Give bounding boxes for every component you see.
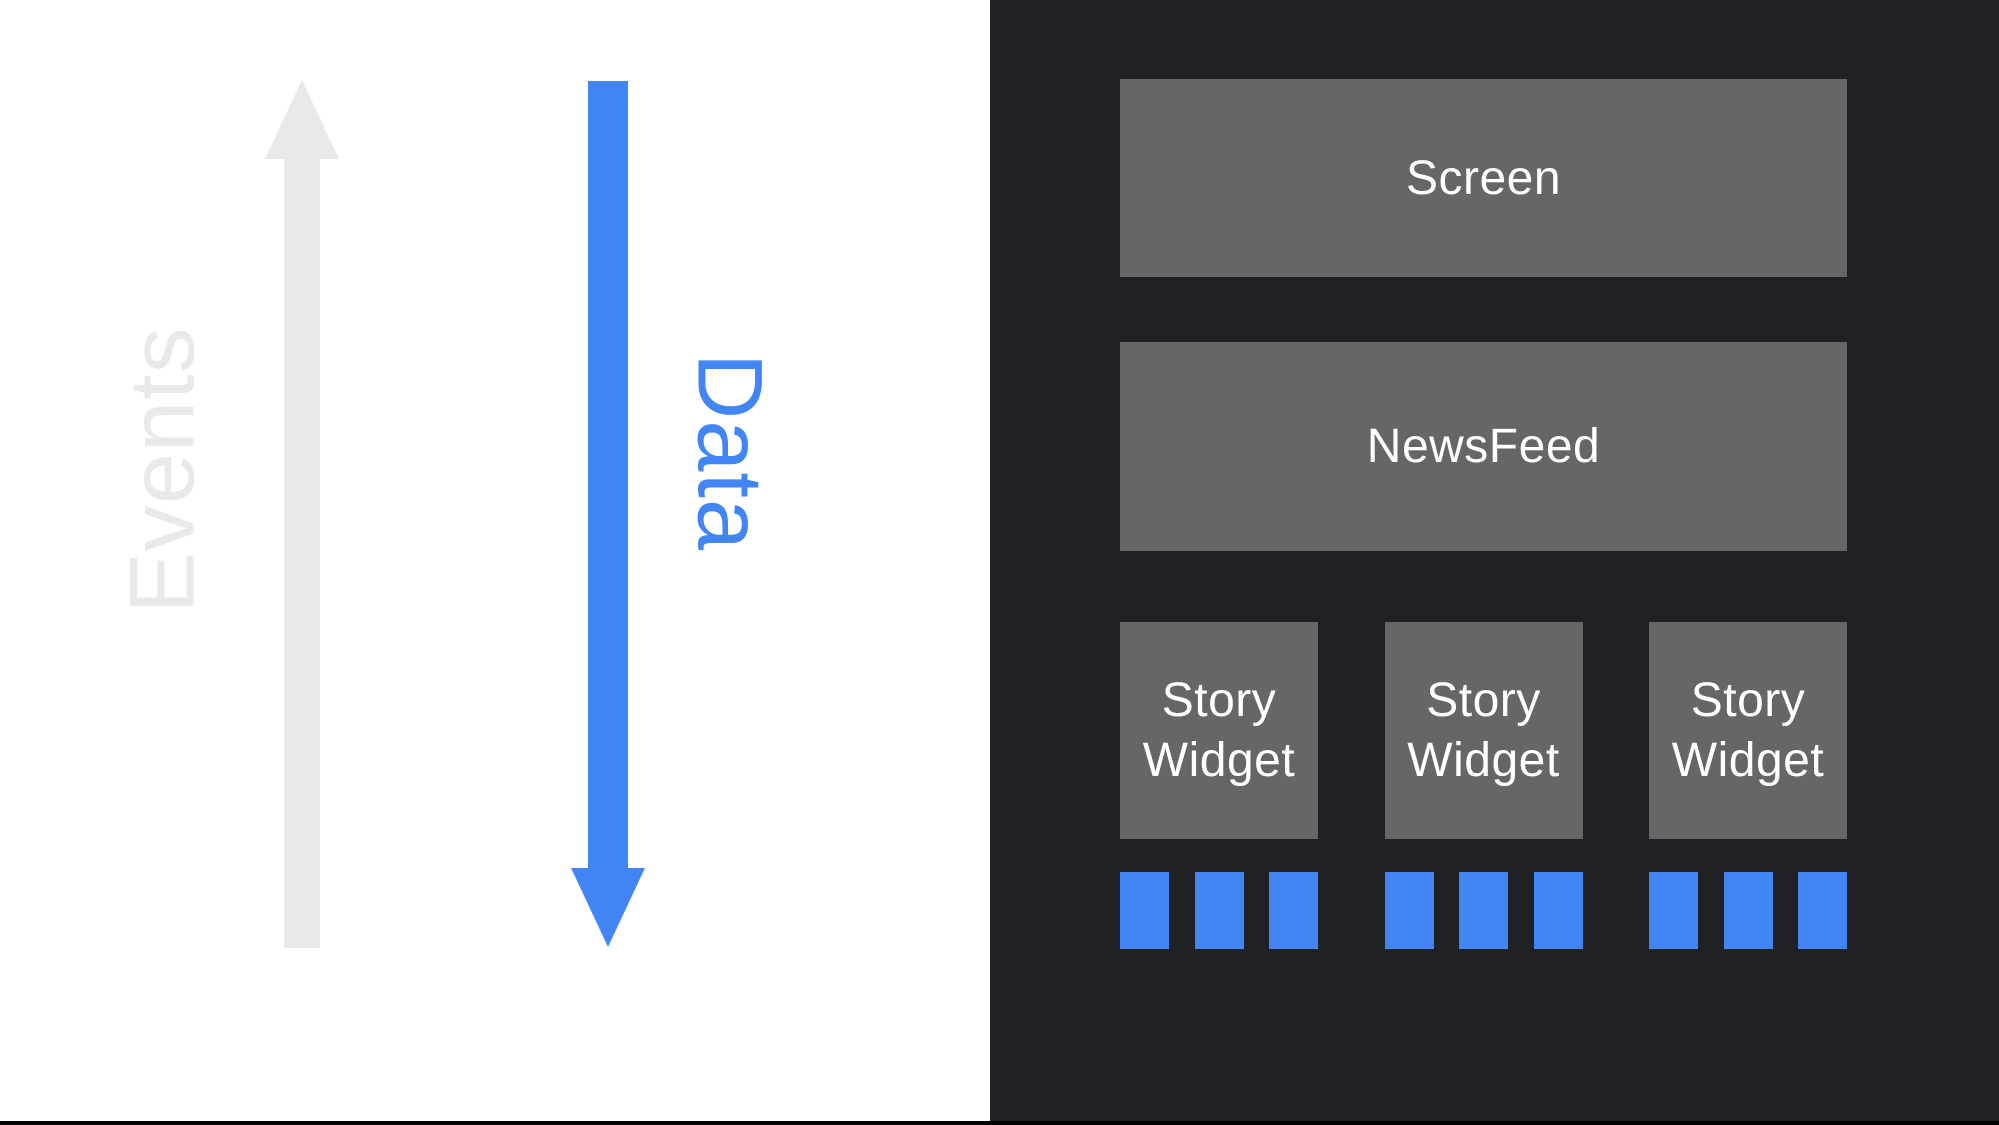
story-block [1649, 872, 1698, 949]
data-down-arrow-icon [571, 81, 645, 947]
story-block [1120, 872, 1169, 949]
story-block [1194, 872, 1244, 949]
flow-panel: Events Data [0, 0, 990, 1125]
widget-tree-panel: Screen NewsFeed Story Widget Story Widge… [990, 0, 1999, 1125]
story-widget-box: Story Widget [1384, 622, 1583, 839]
story-block [1723, 872, 1773, 949]
story-block [1459, 872, 1508, 949]
story-widget-box: Story Widget [1120, 622, 1318, 839]
newsfeed-box: NewsFeed [1120, 342, 1847, 551]
story-block [1384, 872, 1434, 949]
story-block [1798, 872, 1847, 949]
story-block-group [1120, 872, 1318, 949]
newsfeed-label: NewsFeed [1366, 420, 1601, 473]
story-block-group [1649, 872, 1847, 949]
story-blocks-row [1120, 872, 1847, 949]
events-label: Events [111, 326, 214, 614]
story-block-group [1384, 872, 1583, 949]
events-up-arrow-icon [265, 80, 339, 948]
data-label: Data [678, 352, 781, 552]
story-widget-row: Story Widget Story Widget Story Widget [1120, 622, 1847, 839]
story-widget-label: Story Widget [1142, 673, 1296, 787]
story-widget-label: Story Widget [1671, 673, 1825, 787]
story-widget-box: Story Widget [1649, 622, 1847, 839]
story-block [1269, 872, 1318, 949]
story-widget-label: Story Widget [1407, 673, 1560, 787]
screen-label: Screen [1405, 151, 1562, 205]
story-block [1533, 872, 1583, 949]
flow-arrows-graphic [265, 80, 645, 948]
bottom-border-line [0, 1121, 1999, 1125]
screen-box: Screen [1120, 79, 1847, 277]
